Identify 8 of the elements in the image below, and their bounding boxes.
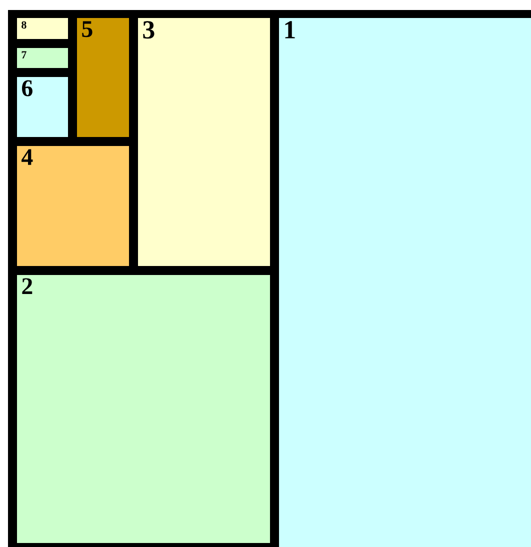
treemap-cell: 1 [279, 18, 531, 547]
treemap-cell: 4 [17, 146, 129, 266]
treemap-cell: 5 [77, 18, 129, 137]
treemap-cell: 8 [17, 18, 68, 39]
treemap-cell: 6 [17, 77, 68, 137]
treemap-cell: 2 [17, 275, 270, 543]
treemap-cell: 7 [17, 48, 68, 68]
treemap-cell: 3 [138, 18, 270, 266]
